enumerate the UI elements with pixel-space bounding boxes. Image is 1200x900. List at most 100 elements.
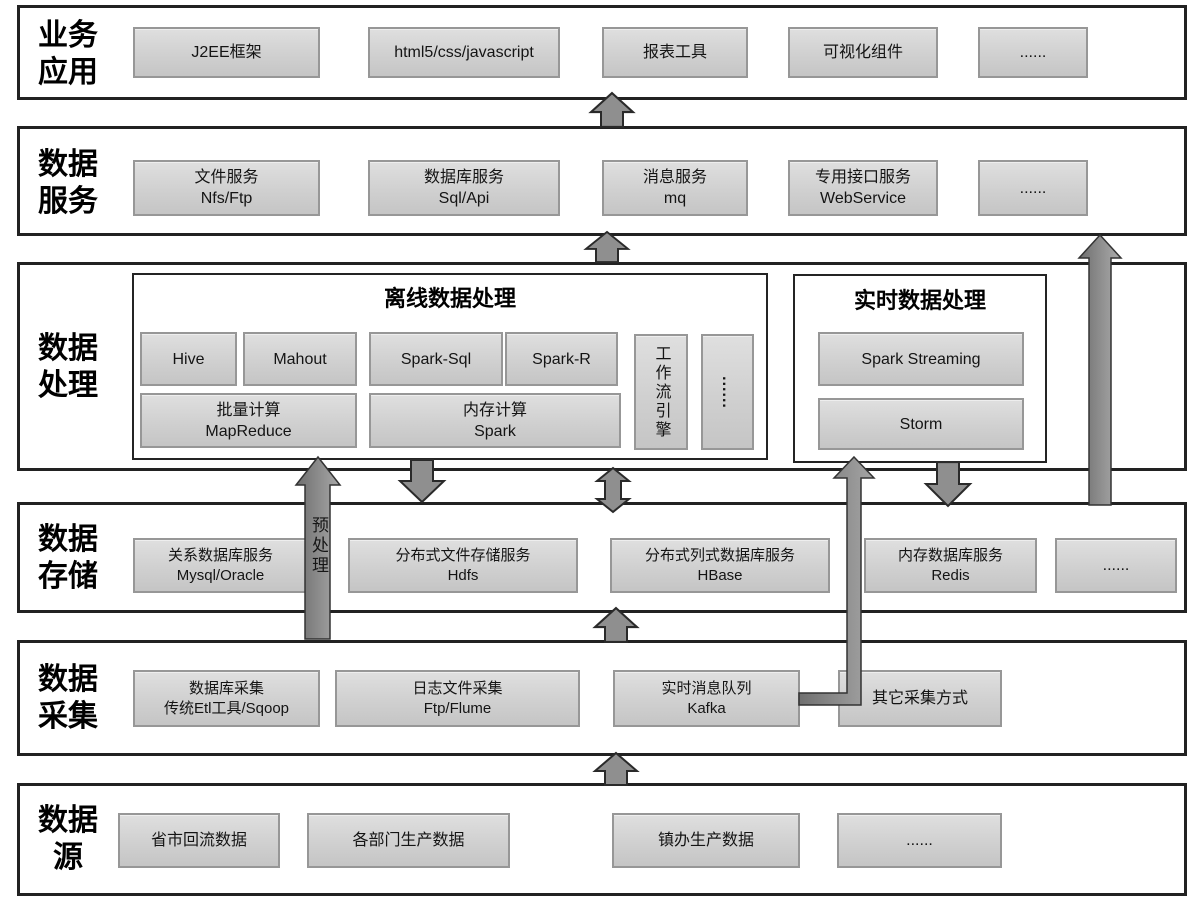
box-ftp-flume: 日志文件采集 Ftp/Flume: [335, 670, 580, 727]
box-text: 镇办生产数据: [657, 832, 754, 849]
box-text: Spark-R: [532, 350, 591, 368]
box-html5-css-js: html5/css/javascript: [368, 27, 560, 78]
arrow-storage-to-service: [1077, 233, 1123, 506]
box-text: Storm: [899, 415, 943, 433]
arrow-offline-to-storage: [397, 459, 447, 504]
layer-label-data-collection: 数据 采集: [22, 661, 114, 735]
box-text: Nfs/Ftp: [200, 190, 253, 207]
box-spark-r: Spark-R: [505, 332, 618, 386]
box-province-city-data: 省市回流数据: [118, 813, 280, 868]
box-text: 专用接口服务: [814, 169, 911, 186]
box-text: Kafka: [687, 699, 726, 717]
label-line: 服务: [38, 185, 98, 218]
box-j2ee: J2EE框架: [133, 27, 320, 78]
box-text: 工作流引擎: [652, 344, 670, 440]
box-text: Redis: [931, 566, 970, 584]
layer-label-data-source: 数据 源: [22, 802, 114, 876]
box-text: 可视化组件: [822, 44, 903, 61]
box-spark-memory: 内存计算 Spark: [369, 393, 621, 448]
box-hdfs: 分布式文件存储服务 Hdfs: [348, 538, 578, 593]
box-text: Mysql/Oracle: [176, 566, 265, 584]
box-redis: 内存数据库服务 Redis: [864, 538, 1037, 593]
box-text: mq: [663, 190, 687, 207]
box-app-more: ......: [978, 27, 1088, 78]
box-storm: Storm: [818, 398, 1024, 450]
preprocess-arrow-label: 预处理: [309, 516, 328, 576]
label-line: 数据: [38, 332, 98, 365]
layer-label-business-app: 业务 应用: [22, 17, 114, 91]
box-text: Spark Streaming: [861, 350, 981, 368]
box-text: 实时消息队列: [661, 679, 752, 697]
label-line: 存储: [38, 560, 98, 593]
box-department-data: 各部门生产数据: [307, 813, 510, 868]
box-text: Ftp/Flume: [423, 699, 492, 717]
box-storage-more: ......: [1055, 538, 1177, 593]
label-line: 采集: [38, 700, 98, 733]
label-line: 数据: [38, 804, 98, 837]
box-mahout: Mahout: [243, 332, 357, 386]
box-message-service: 消息服务 mq: [602, 160, 748, 216]
label-line: 数据: [38, 663, 98, 696]
box-text: J2EE框架: [191, 44, 262, 61]
box-text: 分布式文件存储服务: [395, 546, 531, 564]
box-text: HBase: [697, 566, 743, 584]
arrow-source-to-collection: [592, 751, 640, 786]
box-hive: Hive: [140, 332, 237, 386]
box-visualization-components: 可视化组件: [788, 27, 938, 78]
box-text: 传统Etl工具/Sqoop: [163, 699, 290, 717]
box-text: ......: [1019, 179, 1047, 197]
box-text: 内存数据库服务: [897, 546, 1003, 564]
box-text: 批量计算: [216, 401, 281, 419]
box-etl-sqoop: 数据库采集 传统Etl工具/Sqoop: [133, 670, 320, 727]
box-text: ......: [1102, 557, 1130, 574]
box-text: 关系数据库服务: [167, 546, 273, 564]
box-text: 日志文件采集: [412, 679, 503, 697]
arrow-kafka-to-realtime: [798, 455, 876, 706]
arrow-processing-to-service: [583, 230, 631, 263]
arrow-processing-storage-double: [594, 466, 632, 514]
arrow-preprocess-collection-to-processing: [294, 455, 342, 640]
box-text: Hdfs: [447, 566, 479, 584]
layer-label-data-storage: 数据 存储: [22, 521, 114, 595]
box-text: 分布式列式数据库服务: [644, 546, 795, 564]
box-spark-sql: Spark-Sql: [369, 332, 503, 386]
box-text: 其它采集方式: [871, 690, 968, 707]
box-service-more: ......: [978, 160, 1088, 216]
box-text: Mahout: [273, 350, 327, 368]
realtime-processing-title: 实时数据处理: [853, 288, 986, 313]
box-text: Hive: [172, 350, 205, 368]
box-file-service: 文件服务 Nfs/Ftp: [133, 160, 320, 216]
box-kafka: 实时消息队列 Kafka: [613, 670, 800, 727]
layer-label-data-processing: 数据 处理: [22, 330, 114, 404]
box-text: Sql/Api: [438, 190, 490, 207]
box-mapreduce: 批量计算 MapReduce: [140, 393, 357, 448]
arrow-collection-to-storage: [592, 606, 640, 643]
label-line: 业务: [38, 19, 98, 52]
box-text: ......: [1019, 44, 1047, 61]
box-workflow-engine: 工作流引擎: [634, 334, 688, 450]
box-text: 内存计算: [462, 401, 527, 419]
box-text: Spark: [474, 422, 516, 440]
vertical-dots: ......: [718, 375, 736, 409]
layer-label-data-service: 数据 服务: [22, 146, 114, 220]
box-webservice-interface: 专用接口服务 WebService: [788, 160, 938, 216]
box-hbase: 分布式列式数据库服务 HBase: [610, 538, 830, 593]
box-text: 数据库采集: [188, 679, 264, 697]
box-text: Spark-Sql: [400, 350, 472, 368]
label-line: 应用: [38, 56, 98, 89]
box-text: MapReduce: [205, 422, 292, 440]
arrow-realtime-to-storage: [923, 461, 973, 508]
box-spark-streaming: Spark Streaming: [818, 332, 1024, 386]
box-text: WebService: [820, 190, 906, 207]
box-report-tools: 报表工具: [602, 27, 748, 78]
label-line: 处理: [38, 369, 98, 402]
box-town-data: 镇办生产数据: [612, 813, 800, 868]
box-text: 数据库服务: [423, 169, 504, 186]
box-text: 文件服务: [194, 169, 259, 186]
label-line: 源: [53, 841, 83, 874]
box-text: 报表工具: [642, 44, 707, 61]
box-text: 消息服务: [642, 169, 707, 186]
offline-processing-title: 离线数据处理: [383, 286, 516, 311]
box-database-service: 数据库服务 Sql/Api: [368, 160, 560, 216]
